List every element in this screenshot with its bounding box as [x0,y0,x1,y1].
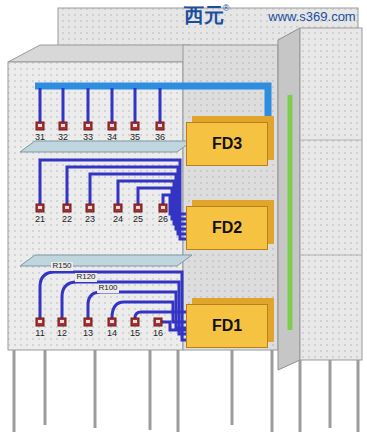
outlet-socket [156,320,160,323]
outlet-number: 36 [155,133,165,143]
outlet-box [108,318,116,326]
outlet-socket [86,320,90,323]
outlet-number: 14 [107,329,117,339]
riser-backbone [288,95,293,330]
watermark: 西元 [184,4,224,26]
outlet-box [59,122,67,130]
outlet-socket [110,124,114,127]
outlet-box [154,318,162,326]
watermark: ® [223,4,230,14]
outlet-socket [116,206,120,209]
walls [8,8,362,370]
outlet-number: 35 [130,133,140,143]
outlet-socket [38,206,42,209]
outlet-socket [38,124,42,127]
outlet-number: 31 [35,133,45,143]
box-label: FD2 [212,219,242,237]
outlet-box [84,318,92,326]
outlet-box [108,122,116,130]
horizontal-cables [40,88,186,340]
outlet-number: 11 [35,329,44,339]
outlet-box [131,122,139,130]
outlet-number: 32 [58,133,68,143]
outlet-number: 23 [85,215,95,225]
outlet-number: 13 [83,329,93,339]
outlet-box [58,318,66,326]
outlet-number: 15 [130,329,140,339]
outlet-box [84,122,92,130]
outlet-number: 21 [35,215,45,225]
outlet-socket [65,206,69,209]
floor-distributor-box: FD3 [186,122,268,166]
legs [14,350,358,432]
outlet-socket [133,124,137,127]
box-label: FD1 [212,317,242,335]
outlet-box [159,204,167,212]
outlet-socket [86,124,90,127]
outlet-box [134,204,142,212]
outlet-box [131,318,139,326]
outlet-box [36,204,44,212]
outlet-socket [133,320,137,323]
floor-distributor-box: FD2 [186,206,268,250]
outlet-box [156,122,164,130]
outlet-box [63,204,71,212]
floor-distributor-box: FD1 [186,304,268,348]
outlet-socket [88,206,92,209]
outlet-number: 12 [57,329,67,339]
outlet-socket [136,206,140,209]
outlet-socket [110,320,114,323]
outlet-number: 26 [158,215,168,225]
floor-slabs [20,141,192,266]
outlet-socket [60,320,64,323]
outlet-box [36,122,44,130]
outlet-box [114,204,122,212]
bend-radius: R120 [75,273,96,282]
bend-radius: R150 [51,262,72,271]
bend-radius: R100 [97,284,118,293]
outlet-socket [158,124,162,127]
outlet-socket [38,320,42,323]
outlet-number: 22 [62,215,72,225]
cable-tray [35,86,268,122]
outlet-number: 34 [107,133,117,143]
outlet-number: 25 [133,215,143,225]
outlet-socket [161,206,165,209]
outlet-box [86,204,94,212]
outlet-socket [61,124,65,127]
box-label: FD3 [212,135,242,153]
outlet-number: 16 [153,329,163,339]
outlet-box [36,318,44,326]
watermark: www.s369.com [268,10,355,24]
outlet-number: 24 [113,215,123,225]
outlets [36,122,167,326]
outlet-number: 33 [83,133,93,143]
